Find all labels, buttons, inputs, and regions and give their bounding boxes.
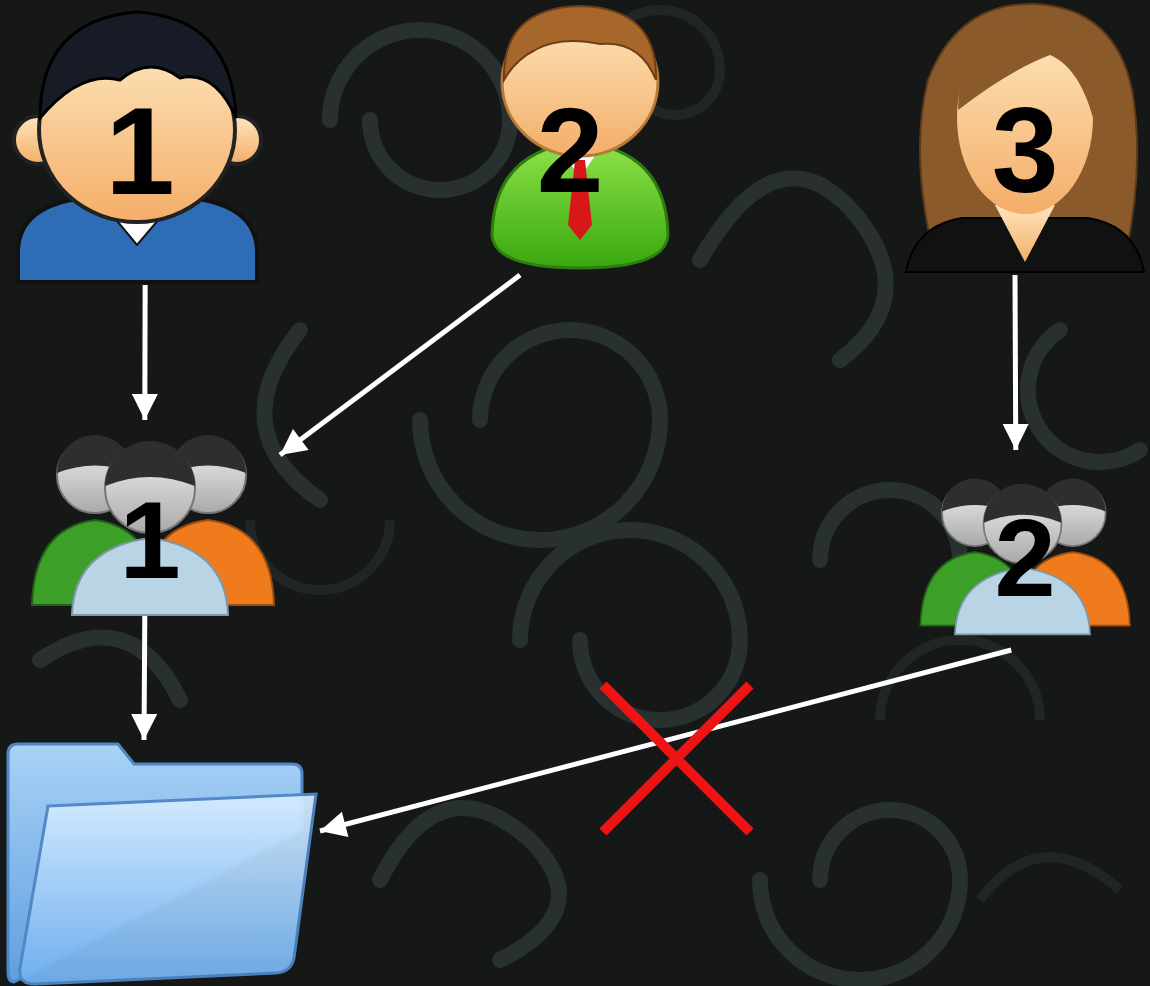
number-label: 1 — [119, 485, 180, 595]
hair — [105, 441, 195, 486]
arrow-connector — [142, 615, 148, 740]
red-cross — [603, 685, 750, 832]
swirl — [1028, 330, 1140, 462]
swirl — [820, 490, 960, 560]
icon-group — [32, 435, 274, 615]
swirl — [330, 30, 510, 190]
folder-front — [20, 794, 316, 984]
hair — [504, 6, 656, 80]
person-icon: 3 — [900, 0, 1150, 275]
cross-stroke — [603, 685, 750, 832]
number-label: 3 — [992, 90, 1059, 210]
arrow-connector — [142, 285, 147, 420]
cross-stroke — [603, 685, 750, 832]
person-icon: 1 — [10, 0, 265, 285]
person-icon: 2 — [480, 0, 680, 275]
icon-group — [906, 4, 1144, 272]
arrow-connector — [1013, 275, 1019, 450]
swirl — [264, 330, 320, 500]
swirl — [420, 330, 660, 540]
swirl — [40, 638, 180, 701]
arrow-connector — [320, 650, 1011, 831]
group-icon: 1 — [20, 420, 280, 615]
icon-group — [492, 6, 668, 268]
number-label: 2 — [994, 503, 1055, 613]
icon-group — [14, 12, 261, 282]
arrow-connector — [280, 275, 520, 455]
swirl-pattern — [250, 10, 1120, 900]
swirl — [980, 857, 1120, 900]
number-label: 2 — [537, 90, 604, 210]
number-label: 1 — [105, 88, 175, 213]
swirl — [700, 178, 886, 360]
group-icon: 2 — [910, 450, 1135, 650]
icon-group — [8, 744, 316, 984]
icon-drawing — [0, 740, 320, 986]
folder-icon — [0, 740, 320, 986]
swirl — [520, 530, 740, 720]
swirl — [380, 808, 559, 960]
swirl — [760, 810, 960, 980]
icon-group — [920, 479, 1129, 635]
